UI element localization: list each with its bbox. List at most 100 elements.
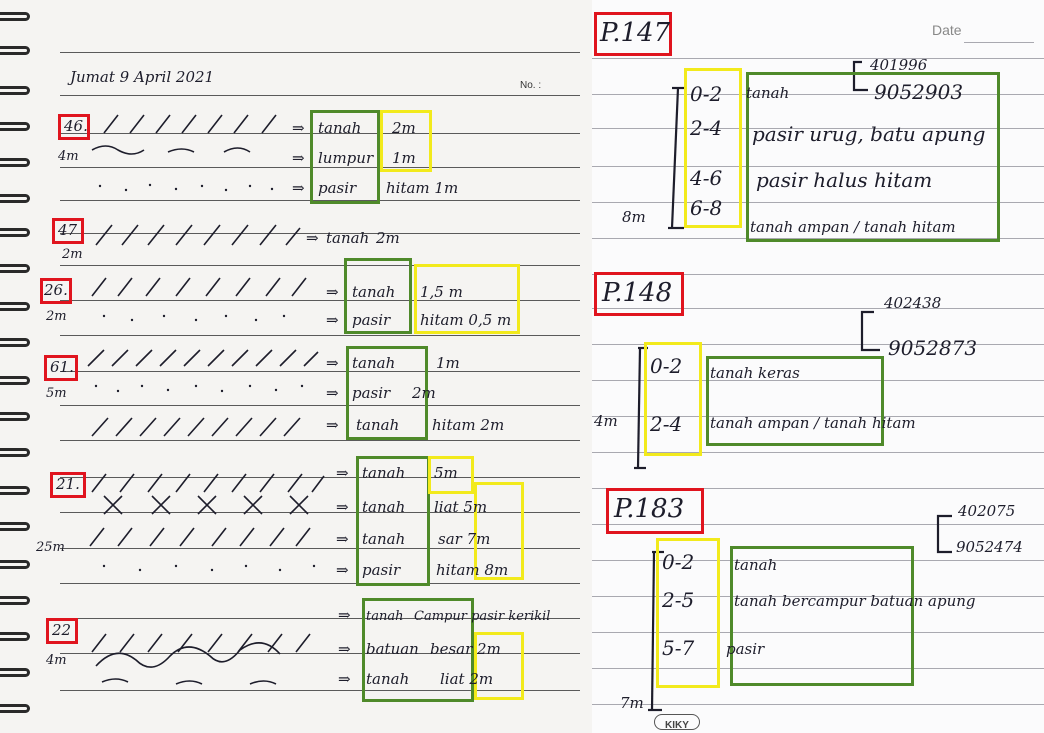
ruled-line xyxy=(592,704,1044,705)
point-id: P.148 xyxy=(602,278,673,308)
material-text: tanah xyxy=(356,416,400,434)
arrow-symbol: ⇒ xyxy=(292,119,305,137)
depth-range: 0-2 xyxy=(650,354,683,378)
ruled-line xyxy=(60,371,580,372)
arrow-symbol: ⇒ xyxy=(326,283,339,301)
material-text: pasir xyxy=(352,311,391,329)
material-box xyxy=(356,456,430,586)
material-text: tanah xyxy=(362,464,406,482)
coordinate-y: 9052903 xyxy=(874,80,964,104)
thickness-text: liat 5m xyxy=(434,498,488,516)
material-text: pasir xyxy=(362,561,401,579)
material-text: tanah xyxy=(318,119,362,137)
depth-range-box xyxy=(644,342,702,456)
material-text: tanah xyxy=(366,609,404,624)
arrow-symbol: ⇒ xyxy=(326,354,339,372)
spiral-ring xyxy=(0,376,30,385)
spiral-ring xyxy=(0,194,30,203)
ruled-line xyxy=(592,632,1044,633)
total-depth: 2m xyxy=(62,247,83,262)
total-depth: 2m xyxy=(46,309,67,324)
spiral-ring xyxy=(0,228,30,237)
ruled-line xyxy=(592,238,1044,239)
arrow-symbol: ⇒ xyxy=(338,606,351,624)
material-text: tanah xyxy=(352,354,396,372)
material-text: tanah xyxy=(362,498,406,516)
borehole-id: 26. xyxy=(44,281,68,299)
layer-description: pasir halus hitam xyxy=(756,168,933,192)
borehole-id: 21. xyxy=(56,475,80,493)
ruled-line xyxy=(592,380,1044,381)
spiral-ring xyxy=(0,302,30,311)
ruled-line xyxy=(60,300,580,301)
borehole-id: 46. xyxy=(64,117,88,135)
thickness-text: 5m xyxy=(434,464,458,482)
material-text: pasir xyxy=(352,384,391,402)
left-notebook-page: Jumat 9 April 2021 No. : xyxy=(0,0,592,733)
total-depth: 7m xyxy=(620,694,644,712)
depth-range: 0-2 xyxy=(690,82,723,106)
thickness-text: hitam 1m xyxy=(386,179,459,197)
arrow-symbol: ⇒ xyxy=(326,416,339,434)
ruled-line xyxy=(60,477,580,478)
total-depth: 5m xyxy=(46,386,67,401)
ruled-line xyxy=(592,58,1044,59)
depth-brackets xyxy=(634,60,952,712)
coordinate-x: 402438 xyxy=(884,294,942,312)
spiral-ring xyxy=(0,338,30,347)
description-box xyxy=(730,546,914,686)
depth-range: 2-4 xyxy=(690,116,723,140)
spiral-ring xyxy=(0,704,30,713)
total-depth: 8m xyxy=(622,208,646,226)
arrow-symbol: ⇒ xyxy=(292,179,305,197)
arrow-symbol: ⇒ xyxy=(336,530,349,548)
spiral-ring xyxy=(0,596,30,605)
ruled-line xyxy=(60,548,580,549)
thickness-text: hitam 8m xyxy=(436,561,509,579)
point-id: P.147 xyxy=(600,18,671,48)
material-box xyxy=(362,598,474,702)
spiral-ring xyxy=(0,668,30,677)
total-depth: 4m xyxy=(46,653,67,668)
ruled-line xyxy=(60,52,580,53)
arrow-symbol: ⇒ xyxy=(292,149,305,167)
spiral-ring xyxy=(0,86,30,95)
ruled-line xyxy=(592,668,1044,669)
thickness-text: hitam 2m xyxy=(432,416,505,434)
depth-range: 2-4 xyxy=(650,412,683,436)
brand-logo: KIKY xyxy=(654,714,700,731)
ruled-line xyxy=(592,524,1044,525)
point-id: P.183 xyxy=(614,494,685,524)
ruled-line xyxy=(592,344,1044,345)
ruled-line xyxy=(60,583,580,584)
spiral-ring xyxy=(0,448,30,457)
ruled-line xyxy=(592,128,1044,129)
thickness-box xyxy=(428,456,474,494)
description-box xyxy=(746,72,1000,242)
ruled-line xyxy=(60,405,580,406)
thickness-text: 2m xyxy=(412,384,436,402)
ruled-line xyxy=(60,95,580,96)
ruled-line xyxy=(592,596,1044,597)
arrow-symbol: ⇒ xyxy=(306,229,319,247)
spiral-ring xyxy=(0,412,30,421)
ruled-line xyxy=(592,416,1044,417)
spiral-ring xyxy=(0,486,30,495)
thickness-box xyxy=(414,264,520,334)
borehole-id-box xyxy=(50,472,86,498)
material-box xyxy=(344,258,412,334)
ruled-line xyxy=(592,202,1044,203)
total-depth: 25m xyxy=(36,540,65,555)
brand-text: KIKY xyxy=(665,720,689,731)
borehole-id: 61. xyxy=(50,358,74,376)
spiral-ring xyxy=(0,560,30,569)
ruled-line xyxy=(592,274,1044,275)
arrow-symbol: ⇒ xyxy=(336,561,349,579)
ruled-line xyxy=(60,133,580,134)
layer-description: tanah xyxy=(734,556,778,574)
borehole-id-box xyxy=(46,618,78,644)
thickness-box xyxy=(474,632,524,700)
layer-description: tanah keras xyxy=(710,364,800,382)
depth-range: 2-5 xyxy=(662,588,695,612)
thickness-text: sar 7m xyxy=(438,530,491,548)
